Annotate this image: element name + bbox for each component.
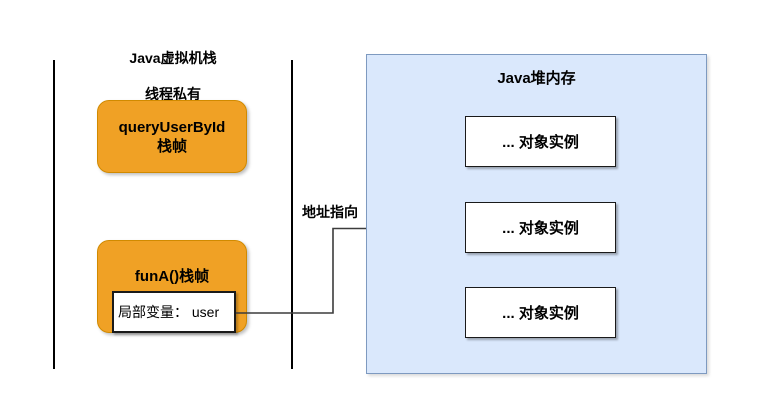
heap-object-instance-3: ... 对象实例 (465, 287, 616, 338)
stack-title-line2: 线程私有 (145, 86, 201, 102)
local-variable-box: 局部变量： user (112, 291, 236, 333)
stack-region-title: Java虚拟机栈 线程私有 (54, 31, 292, 121)
stack-left-rule (53, 60, 55, 369)
frame-label-line1: queryUserById (118, 118, 226, 136)
heap-region-title: Java堆内存 (497, 70, 576, 87)
stack-title-line1: Java虚拟机栈 (129, 50, 217, 66)
frame-label: funA()栈帧 (134, 268, 210, 285)
local-variable-label: 局部变量： user (118, 303, 220, 320)
frame-label-line2: 栈帧 (156, 137, 187, 155)
heap-region: Java堆内存 ... 对象实例 ... 对象实例 ... 对象实例 (366, 54, 707, 374)
stack-right-rule (291, 60, 293, 369)
heap-object-instance-2: ... 对象实例 (465, 202, 616, 253)
stack-frame-queryuserbyid: queryUserById 栈帧 (97, 100, 247, 173)
stack-frame-funa: funA()栈帧 局部变量： user (97, 240, 247, 333)
address-pointer-label: 地址指向 (302, 204, 358, 220)
heap-object-instance-1: ... 对象实例 (465, 116, 616, 167)
